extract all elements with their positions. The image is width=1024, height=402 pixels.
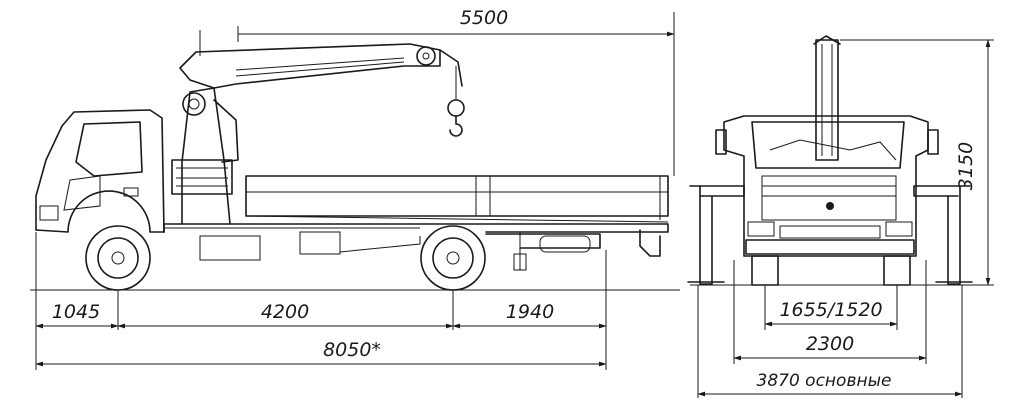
boom-pulley xyxy=(416,46,436,66)
label-overall-length: 8050* xyxy=(323,339,381,361)
truck-cab xyxy=(35,109,165,233)
headlight xyxy=(39,205,59,221)
headlight-left xyxy=(747,221,775,237)
label-height: 3150 xyxy=(955,142,977,190)
dim-height: 3150 xyxy=(840,39,994,286)
label-track: 1655/1520 xyxy=(779,299,882,321)
front-bumper xyxy=(745,239,915,255)
rear-wheel xyxy=(420,225,486,291)
toolbox xyxy=(199,235,261,261)
front-tires xyxy=(751,255,911,286)
lift-cylinder xyxy=(213,99,239,163)
dim-outrigger-span: 3870 основные xyxy=(697,285,963,398)
fuel-tank xyxy=(539,235,591,253)
crane xyxy=(171,30,465,225)
dim-track: 1655/1520 xyxy=(764,285,898,330)
front-view: 3150 1655/1520 2300 3870 основные xyxy=(687,35,994,398)
battery-box xyxy=(299,231,341,255)
side-view: 5500 1045 4200 1940 8050* xyxy=(30,7,680,370)
crane-column xyxy=(181,87,231,225)
hook-block xyxy=(447,99,465,117)
label-rear-overhang: 1940 xyxy=(506,301,554,323)
cargo-body xyxy=(245,175,669,223)
cab-door xyxy=(63,175,101,211)
windshield xyxy=(751,121,905,169)
rear-bumper xyxy=(639,229,661,257)
winch-drum xyxy=(182,92,206,116)
hook xyxy=(449,115,463,137)
dim-crane-reach: 5500 xyxy=(237,7,675,176)
crane-column-front xyxy=(813,35,841,161)
label-outrigger-span: 3870 основные xyxy=(757,371,892,391)
headlight-right xyxy=(885,221,913,237)
label-wheelbase: 4200 xyxy=(261,301,309,323)
cab-window xyxy=(75,121,143,177)
dim-overall-length: 8050* xyxy=(35,339,607,367)
cab-front xyxy=(715,115,939,257)
front-wheel xyxy=(85,225,151,291)
side-board xyxy=(245,175,669,217)
crane-boom xyxy=(179,43,441,89)
dim-axles: 1045 4200 1940 xyxy=(35,232,607,370)
crane-base xyxy=(171,159,233,195)
dim-width: 2300 xyxy=(733,260,927,364)
outriggers xyxy=(687,185,973,285)
label-crane-reach: 5500 xyxy=(460,7,508,29)
mirror-right xyxy=(927,129,939,155)
label-front-overhang: 1045 xyxy=(52,301,100,323)
chassis-frame xyxy=(163,223,669,271)
mirror-left xyxy=(715,129,727,155)
grille xyxy=(761,175,897,221)
label-width: 2300 xyxy=(806,333,854,355)
